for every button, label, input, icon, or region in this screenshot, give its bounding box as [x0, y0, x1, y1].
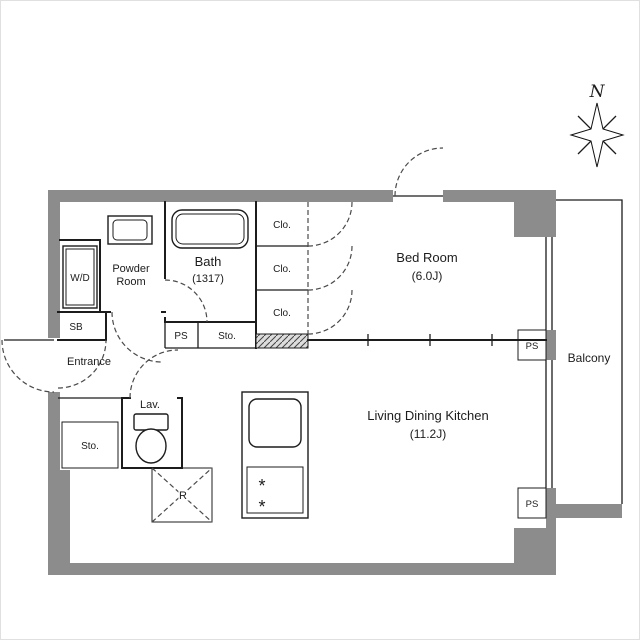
- balcony-label: Balcony: [568, 351, 611, 365]
- sb-walls: [57, 311, 107, 341]
- sto-hall-label: Sto.: [218, 331, 236, 342]
- room-labels: Bed Room (6.0J) Living Dining Kitchen (1…: [67, 220, 610, 510]
- ps-hall-label: PS: [174, 331, 188, 342]
- wd-label: W/D: [70, 273, 89, 284]
- lav-walls: [121, 397, 183, 469]
- bedroom-size-label: (6.0J): [412, 269, 443, 283]
- sliding-door-ticks: [367, 334, 493, 346]
- sto-entrance-label: Sto.: [81, 441, 99, 452]
- ps-sto-boxes: [164, 322, 257, 349]
- fixture-shapes: * *: [61, 209, 547, 523]
- closet2-door-arc: [307, 245, 353, 291]
- ldk-size-label: (11.2J): [410, 427, 446, 441]
- compass-rose: N: [569, 82, 625, 168]
- pillar-top-right: [514, 190, 556, 237]
- closet-dividers: [256, 245, 308, 291]
- closet1-label: Clo.: [273, 220, 291, 231]
- vanity-sink-basin: [112, 219, 148, 241]
- wall-top-right: [443, 190, 514, 202]
- compass-north-label: N: [589, 82, 606, 102]
- ldk-label: Living Dining Kitchen: [367, 408, 488, 423]
- balcony-outline: [556, 199, 623, 504]
- balcony-edge: [556, 199, 623, 504]
- ps-bedroom-label: PS: [526, 341, 539, 352]
- door-swings: [1, 147, 444, 399]
- bathtub-icon: [171, 209, 249, 249]
- ldk-window: [545, 360, 553, 488]
- closet3-label: Clo.: [273, 308, 291, 319]
- wall-left-step: [60, 470, 70, 563]
- wall-top-left: [48, 190, 393, 202]
- bedroom-label: Bed Room: [396, 250, 457, 265]
- wall-bottom: [48, 563, 556, 575]
- bath-size-label: (1317): [192, 273, 224, 285]
- balcony-bottom-slab: [556, 504, 622, 518]
- refrigerator-label: R: [179, 490, 187, 502]
- ps-ldk-label: PS: [526, 499, 539, 510]
- toilet-tank-icon: [133, 413, 169, 431]
- bedroom-window: [545, 237, 553, 330]
- closet3-door-arc: [307, 289, 353, 335]
- powder-room-label-2: Room: [116, 276, 145, 288]
- outer-walls: [48, 190, 622, 575]
- lav-door-arc: [129, 349, 179, 399]
- entrance-door-arc: [1, 339, 55, 393]
- interior-walls: [4, 195, 547, 469]
- wall-right-stub-1: [546, 330, 556, 360]
- burner-icon-1: *: [258, 476, 265, 496]
- washer-dryer-inner: [65, 248, 95, 306]
- powder-door-arc: [111, 311, 163, 363]
- ps-box-ldk: [517, 487, 547, 519]
- bedroom-window-door-arc: [394, 147, 444, 197]
- stove-icon: [246, 466, 304, 514]
- closet2-label: Clo.: [273, 264, 291, 275]
- windows: [545, 237, 553, 488]
- wall-left-lower: [48, 392, 60, 575]
- powder-room-label-1: Powder: [112, 263, 150, 275]
- bathtub-inner: [175, 213, 245, 245]
- storage-entrance-box: [61, 421, 119, 469]
- toilet-bowl-icon: [135, 428, 167, 464]
- burner-icon-2: *: [258, 497, 265, 517]
- bath-door-arc: [164, 279, 208, 323]
- wall-right-stub-2: [546, 488, 556, 528]
- wall-left-upper: [48, 190, 60, 338]
- refrigerator-box: [151, 467, 213, 523]
- ps-box-bedroom: [517, 329, 547, 361]
- sb-label: SB: [69, 322, 83, 333]
- bath-label: Bath: [195, 254, 222, 269]
- hatched-wall-block: [255, 333, 309, 349]
- washer-dryer-box: [62, 245, 98, 309]
- refrigerator-cross: [151, 467, 213, 523]
- closet1-door-arc: [307, 201, 353, 247]
- pillar-bottom-right: [514, 528, 556, 575]
- kitchen-sink-icon: [248, 398, 302, 448]
- lav-label: Lav.: [140, 399, 160, 411]
- compass-star: [569, 102, 625, 168]
- entrance-label: Entrance: [67, 356, 111, 368]
- entrance-inner-arc: [57, 339, 107, 389]
